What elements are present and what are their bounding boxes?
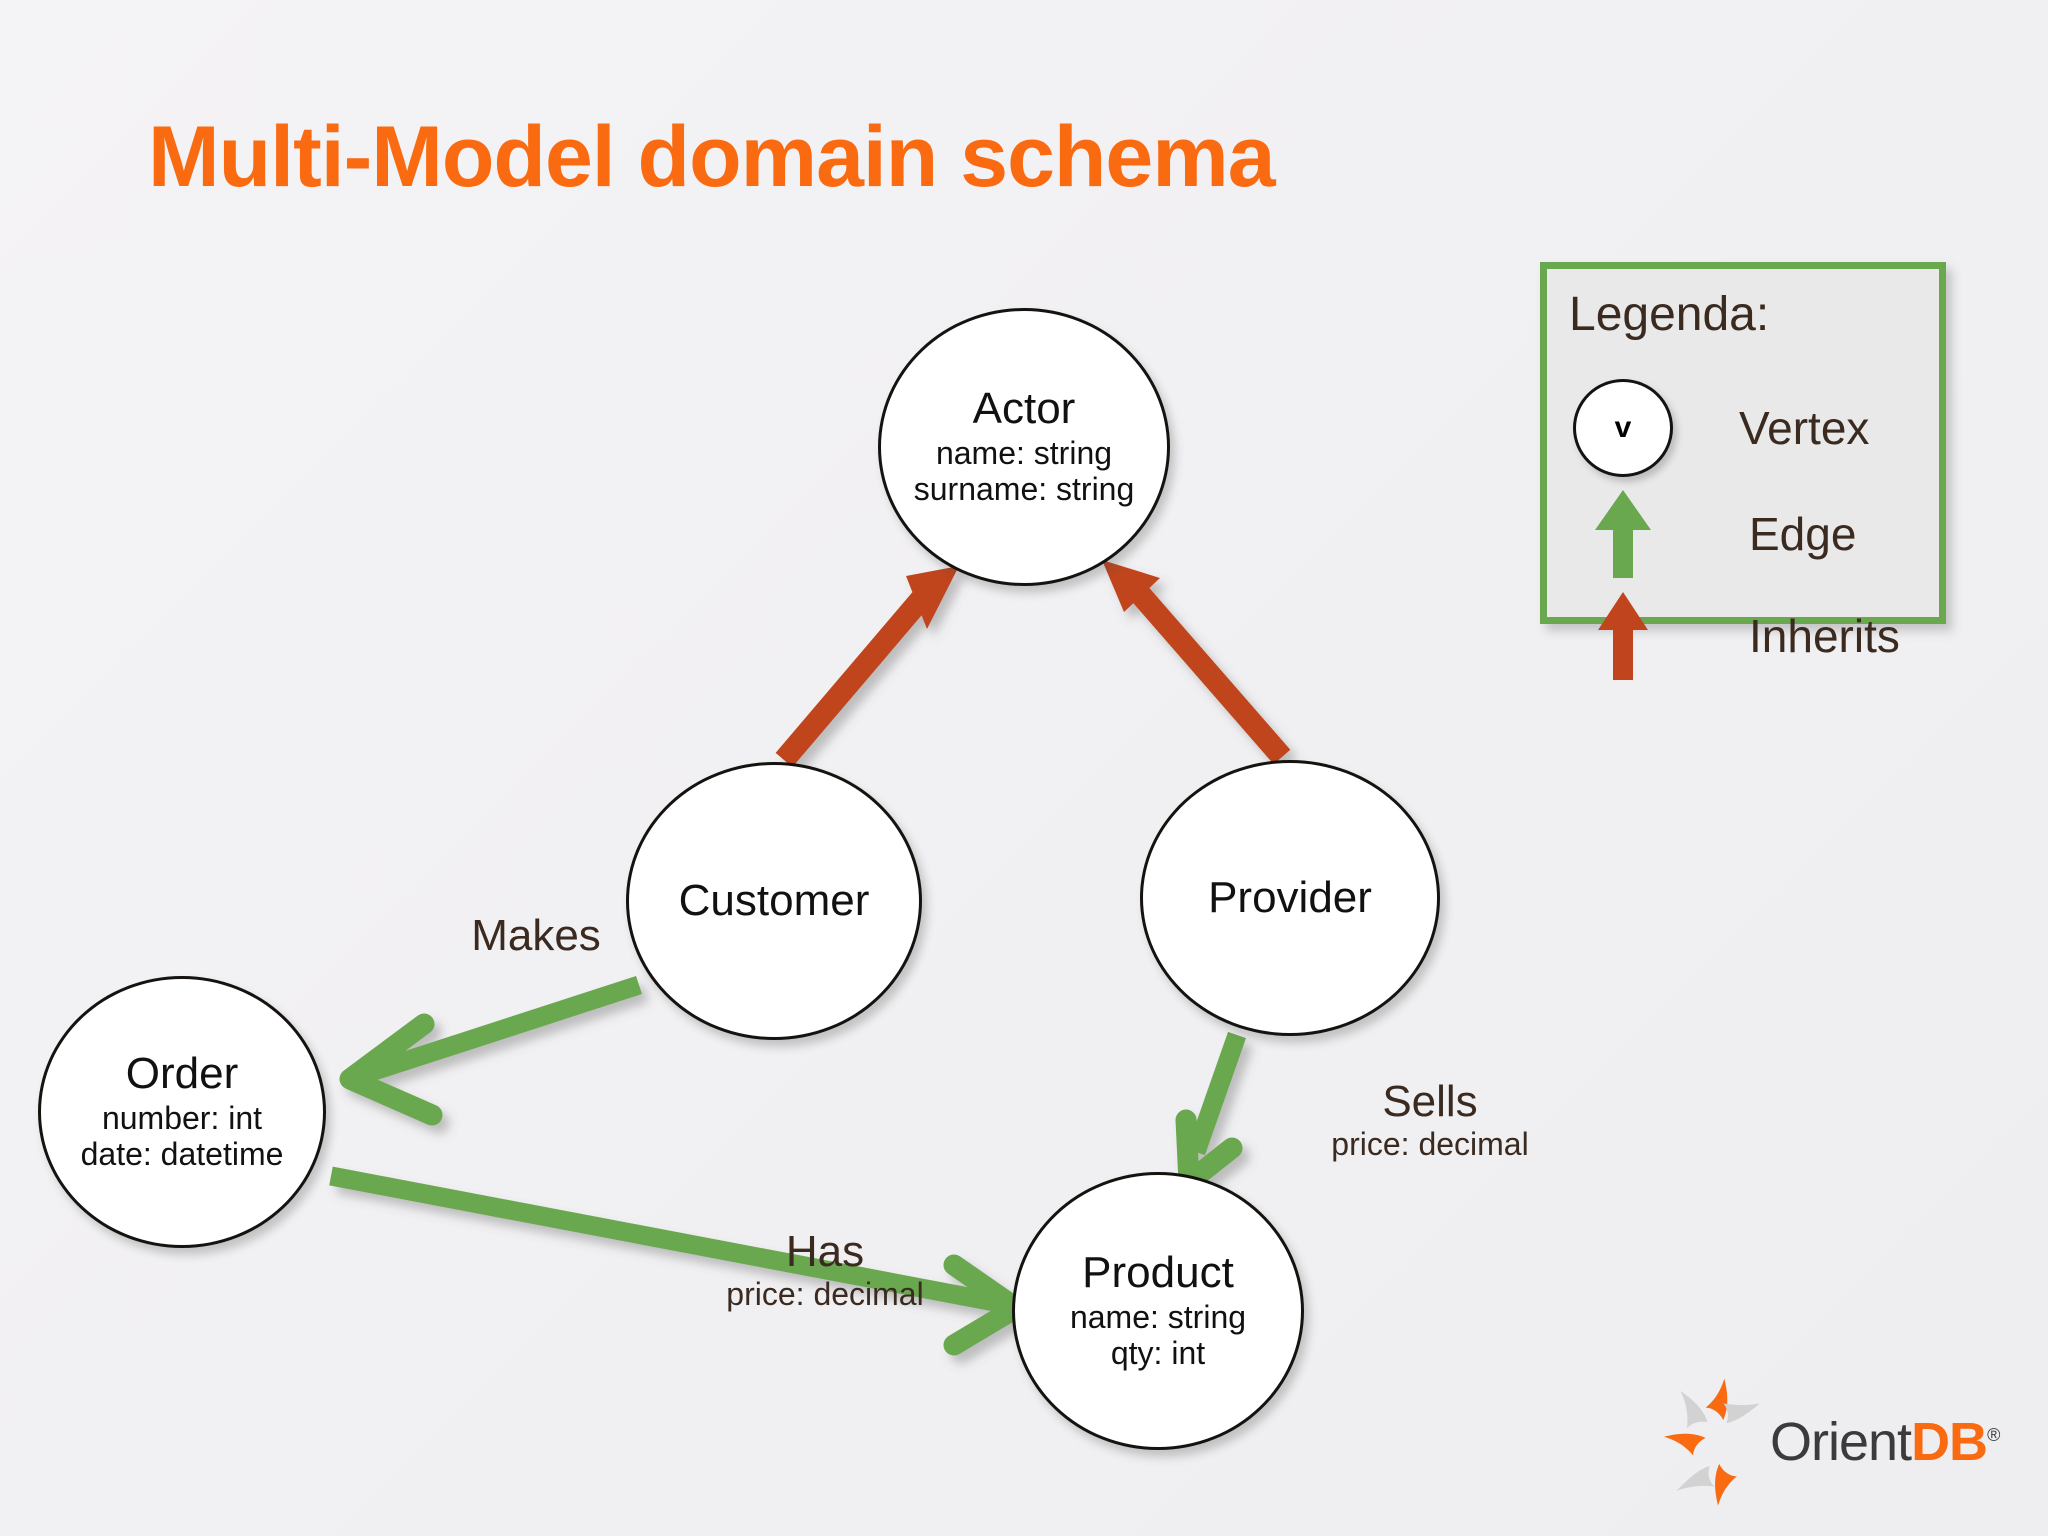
legend-row-vertex: v Vertex [1573, 379, 1869, 477]
legend-title: Legenda: [1569, 288, 1770, 341]
page-title: Multi-Model domain schema [148, 109, 1276, 205]
node-actor[interactable]: Actor name: string surname: string [878, 308, 1170, 586]
logo-text-orient: Orient [1770, 1412, 1912, 1472]
orientdb-wordmark: OrientDB® [1770, 1412, 2000, 1472]
node-provider[interactable]: Provider [1140, 760, 1440, 1036]
edge-label-sells-name: Sells [1382, 1077, 1478, 1126]
vertex-glyph: v [1614, 411, 1632, 444]
edge-label-sells-property: price: decimal [1331, 1126, 1529, 1163]
legend-label-edge: Edge [1749, 508, 1857, 560]
green-up-arrow-icon [1573, 485, 1673, 583]
node-order[interactable]: Order number: int date: datetime [38, 976, 326, 1248]
node-product[interactable]: Product name: string qty: int [1012, 1172, 1304, 1450]
node-product-properties: name: string qty: int [1070, 1299, 1246, 1372]
edge-label-has-name: Has [785, 1227, 865, 1276]
orientdb-compass-star-icon [1664, 1378, 1760, 1506]
node-product-property-1: name: string [1069, 1298, 1247, 1335]
node-order-label: Order [125, 1049, 239, 1099]
legend-row-inherits: Inherits [1573, 587, 1900, 685]
legend-row-edge: Edge [1573, 485, 1856, 583]
legend-label-inherits: Inherits [1749, 610, 1900, 662]
edge-customer-makes-order [339, 975, 642, 1126]
red-up-arrow-icon [1573, 587, 1673, 685]
node-actor-label: Actor [972, 384, 1076, 434]
edge-label-has-property: price: decimal [726, 1276, 924, 1313]
node-product-property-2: qty: int [1110, 1335, 1206, 1372]
edge-label-makes: Makes [426, 911, 646, 960]
legend-label-vertex: Vertex [1739, 402, 1870, 454]
node-customer[interactable]: Customer [626, 762, 922, 1040]
node-customer-label: Customer [678, 875, 870, 925]
vertex-circle-icon: v [1573, 379, 1673, 477]
node-order-property-1: number: int [101, 1099, 263, 1136]
edge-label-makes-name: Makes [471, 911, 601, 960]
edge-customer-inherits-actor [775, 566, 959, 768]
node-provider-label: Provider [1208, 872, 1372, 922]
node-actor-property-1: name: string [935, 434, 1113, 471]
edge-label-sells: Sells price: decimal [1310, 1077, 1550, 1163]
edge-provider-sells-product [1175, 1031, 1246, 1193]
logo-registered-mark: ® [1987, 1425, 2000, 1445]
edge-provider-inherits-actor [1102, 560, 1291, 765]
orientdb-logo: OrientDB® [1664, 1372, 2000, 1512]
node-product-label: Product [1082, 1248, 1234, 1298]
node-order-property-2: date: datetime [80, 1136, 284, 1173]
logo-text-db: DB [1911, 1412, 1988, 1472]
node-order-properties: number: int date: datetime [81, 1100, 284, 1173]
node-actor-property-2: surname: string [913, 471, 1135, 508]
node-actor-properties: name: string surname: string [914, 435, 1135, 508]
legend-panel: Legenda: v Vertex Edge In [1540, 262, 1946, 680]
edge-label-has: Has price: decimal [700, 1227, 950, 1313]
